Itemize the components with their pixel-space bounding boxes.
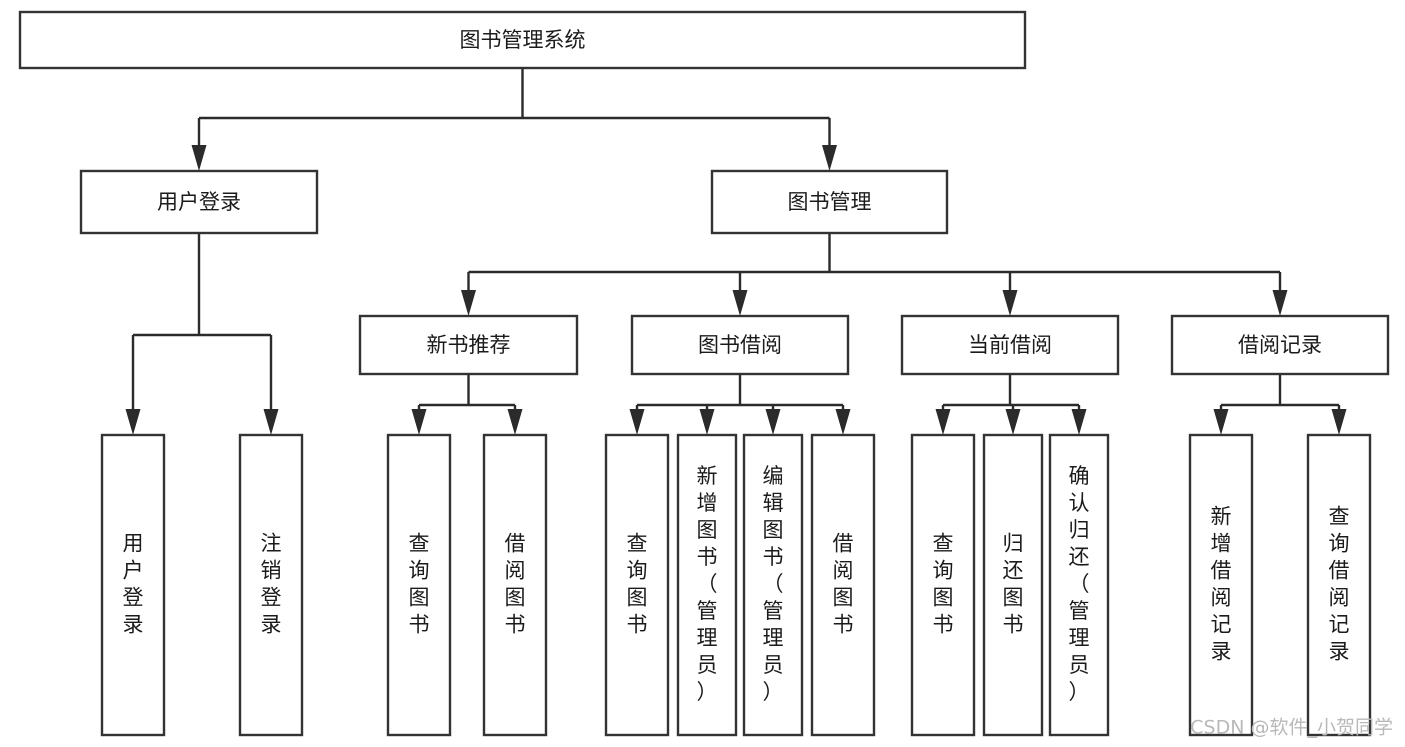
arrow-head-leaf-user-login: [125, 409, 141, 435]
node-box-leaf-add-book[interactable]: [676, 433, 738, 737]
node-label-leaf-confirm-return: 确认归还（管理员）: [1069, 464, 1090, 704]
node-box-book-borrow[interactable]: [630, 314, 850, 376]
watermark-layer: CSDN @软件_小贺同学: [1190, 717, 1393, 739]
node-box-leaf-rec-query[interactable]: [386, 433, 452, 737]
arrow-head-leaf-rec-borrow: [507, 409, 523, 435]
node-box-leaf-cur-query[interactable]: [910, 433, 976, 737]
csdn-watermark: CSDN @软件_小贺同学: [1190, 717, 1393, 739]
node-label-leaf-borrow-query: 查询图书: [627, 532, 648, 637]
node-label-leaf-rec-borrow: 借阅图书: [505, 532, 526, 637]
node-leaf-add-record[interactable]: 新增借阅记录: [1188, 433, 1254, 737]
node-leaf-return-book[interactable]: 归还图书: [982, 433, 1044, 737]
arrow-head-leaf-add-book: [699, 409, 715, 435]
arrow-head-leaf-edit-book: [765, 409, 781, 435]
node-box-user-login[interactable]: [79, 169, 319, 235]
arrow-head-current-borrow: [1002, 290, 1018, 316]
node-box-current-borrow[interactable]: [900, 314, 1120, 376]
arrow-head-leaf-borrow-query: [629, 409, 645, 435]
arrow-head-leaf-return-book: [1005, 409, 1021, 435]
node-label-book-borrow: 图书借阅: [698, 333, 782, 357]
node-label-leaf-add-record: 新增借阅记录: [1211, 505, 1232, 664]
node-box-leaf-borrow-query[interactable]: [604, 433, 670, 737]
node-leaf-rec-query[interactable]: 查询图书: [386, 433, 452, 737]
node-label-leaf-user-login: 用户登录: [123, 532, 144, 637]
arrow-head-leaf-borrow-book: [835, 409, 851, 435]
node-label-leaf-borrow-book: 借阅图书: [833, 532, 854, 637]
arrow-head-book-manage: [822, 145, 837, 171]
arrow-head-leaf-query-record: [1331, 409, 1347, 435]
arrow-head-book-borrow: [732, 290, 748, 316]
nodes-layer: 图书管理系统用户登录图书管理新书推荐图书借阅当前借阅借阅记录用户登录注销登录查询…: [18, 10, 1390, 737]
node-leaf-edit-book[interactable]: 编辑图书（管理员）: [742, 433, 804, 737]
node-leaf-rec-borrow[interactable]: 借阅图书: [482, 433, 548, 737]
node-book-borrow[interactable]: 图书借阅: [630, 314, 850, 376]
node-leaf-logout[interactable]: 注销登录: [238, 433, 304, 737]
node-box-leaf-confirm-return[interactable]: [1048, 433, 1110, 737]
node-current-borrow[interactable]: 当前借阅: [900, 314, 1120, 376]
node-book-manage[interactable]: 图书管理: [710, 169, 949, 235]
node-label-leaf-query-record: 查询借阅记录: [1329, 505, 1350, 664]
node-box-borrow-record[interactable]: [1170, 314, 1390, 376]
node-user-login[interactable]: 用户登录: [79, 169, 319, 235]
node-box-leaf-user-login[interactable]: [100, 433, 166, 737]
node-box-new-book-rec[interactable]: [358, 314, 579, 376]
node-label-borrow-record: 借阅记录: [1238, 333, 1322, 357]
node-borrow-record[interactable]: 借阅记录: [1170, 314, 1390, 376]
node-label-current-borrow: 当前借阅: [968, 333, 1052, 357]
node-leaf-borrow-query[interactable]: 查询图书: [604, 433, 670, 737]
node-new-book-rec[interactable]: 新书推荐: [358, 314, 579, 376]
node-box-leaf-logout[interactable]: [238, 433, 304, 737]
node-box-book-manage[interactable]: [710, 169, 949, 235]
node-label-new-book-rec: 新书推荐: [427, 333, 511, 357]
arrow-head-leaf-rec-query: [411, 409, 427, 435]
node-label-book-manage: 图书管理: [788, 190, 872, 214]
node-leaf-borrow-book[interactable]: 借阅图书: [810, 433, 876, 737]
node-leaf-query-record[interactable]: 查询借阅记录: [1306, 433, 1372, 737]
node-leaf-user-login[interactable]: 用户登录: [100, 433, 166, 737]
node-box-leaf-query-record[interactable]: [1306, 433, 1372, 737]
node-label-leaf-add-book: 新增图书（管理员）: [697, 464, 718, 704]
node-label-leaf-rec-query: 查询图书: [409, 532, 430, 637]
node-box-leaf-edit-book[interactable]: [742, 433, 804, 737]
arrow-head-leaf-add-record: [1213, 409, 1229, 435]
node-leaf-add-book[interactable]: 新增图书（管理员）: [676, 433, 738, 737]
node-box-root[interactable]: [18, 10, 1027, 70]
node-leaf-confirm-return[interactable]: 确认归还（管理员）: [1048, 433, 1110, 737]
node-root[interactable]: 图书管理系统: [18, 10, 1027, 70]
connectors-layer: [125, 68, 1347, 435]
arrow-head-leaf-cur-query: [935, 409, 951, 435]
node-box-leaf-borrow-book[interactable]: [810, 433, 876, 737]
node-label-root: 图书管理系统: [460, 28, 586, 52]
node-label-leaf-return-book: 归还图书: [1003, 532, 1024, 637]
node-box-leaf-rec-borrow[interactable]: [482, 433, 548, 737]
node-label-leaf-edit-book: 编辑图书（管理员）: [763, 464, 784, 704]
arrow-head-user-login: [191, 145, 207, 171]
node-label-user-login: 用户登录: [157, 190, 241, 214]
node-label-leaf-cur-query: 查询图书: [933, 532, 954, 637]
node-leaf-cur-query[interactable]: 查询图书: [910, 433, 976, 737]
arrow-head-leaf-confirm-return: [1071, 409, 1087, 435]
arrow-head-borrow-record: [1272, 290, 1288, 316]
node-box-leaf-return-book[interactable]: [982, 433, 1044, 737]
arrow-head-new-book-rec: [461, 290, 476, 316]
arrow-head-leaf-logout: [263, 409, 279, 435]
node-box-leaf-add-record[interactable]: [1188, 433, 1254, 737]
node-label-leaf-logout: 注销登录: [261, 532, 282, 637]
